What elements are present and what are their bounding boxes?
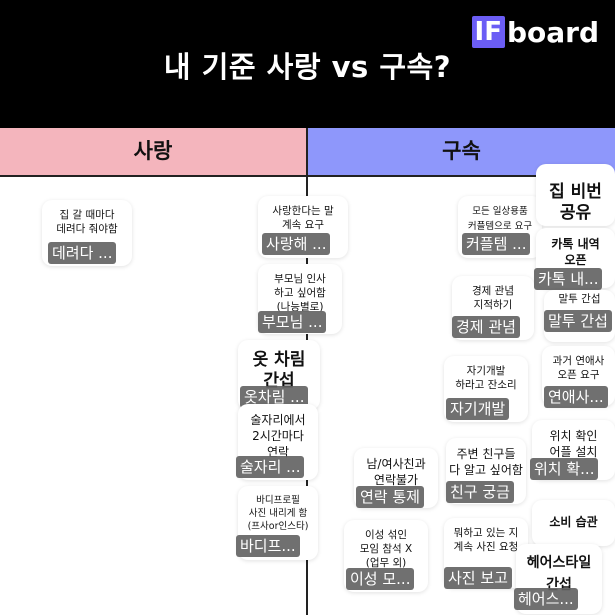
card-tag: 술자리 ...	[236, 456, 305, 478]
card-text: 바디프로필 사진 내리게 함 (프사or인스타)	[247, 495, 309, 532]
card-tag: 연락 통제	[356, 486, 424, 508]
card-tag: 커플템 ...	[462, 233, 531, 255]
card-tag: 위치 확...	[530, 458, 599, 480]
card[interactable]: 주변 친구들 다 알고 싶어함	[446, 438, 526, 504]
column-header-love: 사랑	[0, 128, 306, 177]
card[interactable]: 소비 습관	[532, 500, 615, 546]
card-text: 과거 연애사 오픈 요구	[552, 355, 605, 381]
card-text: 위치 확인 어플 설치	[549, 429, 598, 459]
card-text: 남/여사친과 연락불가	[366, 457, 426, 487]
card-text: 술자리에서 2시간마다 연락	[250, 413, 306, 459]
card-text: 사랑한다는 말 계속 요구	[272, 205, 334, 231]
card-tag: 카톡 내...	[534, 268, 603, 290]
card-text: 이성 섞인 모임 참석 X (업무 외)	[359, 529, 413, 569]
column-header-restraint: 구속	[308, 128, 615, 177]
card-tag: 옷차림 ...	[240, 386, 309, 408]
card-tag: 사진 보고	[444, 567, 512, 589]
card-tag: 헤어스...	[514, 588, 578, 610]
card-text: 집 갈 때마다 데려다 줘야함	[56, 209, 118, 235]
card-tag: 사랑해 ...	[262, 233, 331, 255]
card-tag: 자기개발	[446, 398, 510, 420]
card-text: 뭐하고 있는 지 계속 사진 요청	[453, 527, 519, 553]
page-title: 내 기준 사랑 vs 구속?	[163, 50, 452, 84]
card-tag: 친구 궁금	[446, 481, 514, 503]
card-tag: 부모님 ...	[258, 311, 327, 333]
card-text: 부모님 인사 하고 싶어함 (나능별로)	[274, 273, 326, 313]
card[interactable]: 집 비번 공유	[536, 164, 615, 226]
ifboard-logo: IF board	[471, 15, 599, 49]
card-text: 경제 관념 지적하기	[472, 285, 514, 311]
card-text: 집 비번 공유	[549, 182, 602, 223]
card-text: 모든 일상용품 커플템으로 요구	[467, 206, 533, 232]
card-text: 소비 습관	[549, 515, 598, 529]
card-text: 자기개발 하라고 잔소리	[455, 365, 517, 391]
card-tag: 데려다 ...	[48, 242, 117, 264]
logo-box: IF	[471, 16, 505, 48]
card-tag: 경제 관념	[452, 316, 520, 338]
card[interactable]: 위치 확인 어플 설치	[532, 420, 615, 480]
card-text: 카톡 내역 오픈	[551, 237, 600, 267]
card-tag: 이성 모...	[346, 568, 415, 590]
logo-text: board	[506, 15, 599, 49]
header-bar: 내 기준 사랑 vs 구속? IF board	[0, 0, 615, 128]
card-text: 말투 간섭	[558, 293, 601, 305]
card-tag: 바디프...	[236, 535, 300, 557]
card-tag: 연애사...	[544, 386, 608, 408]
card-tag: 말투 간섭	[544, 310, 612, 332]
card-text: 주변 친구들 다 알고 싶어함	[449, 447, 523, 477]
